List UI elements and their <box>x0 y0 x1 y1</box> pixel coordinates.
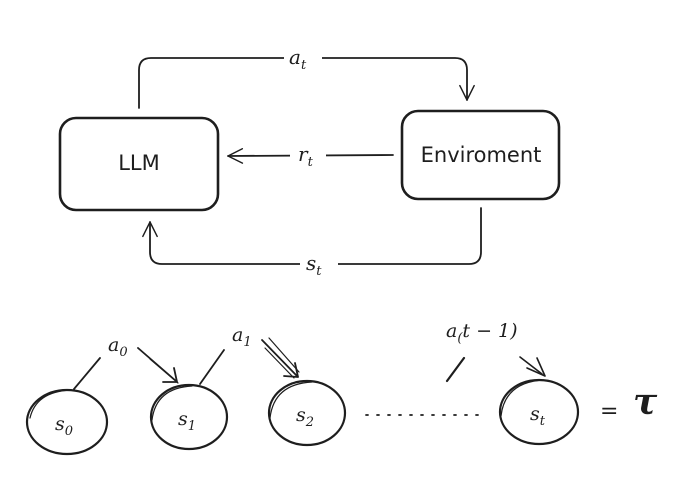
equals-sign: = <box>600 399 618 424</box>
action-a0: a0 <box>73 334 179 390</box>
action-a1: a1 <box>199 324 300 385</box>
state-node-label: s1 <box>178 408 196 434</box>
action-at-1: a(t − 1) <box>445 320 546 383</box>
state-label: st <box>306 251 322 279</box>
environment-box: Enviroment <box>400 109 561 201</box>
llm-box: LLM <box>58 116 220 212</box>
trajectory-tau-symbol: τ <box>633 381 658 423</box>
state-node-label: s0 <box>55 413 73 439</box>
reward-label: rt <box>298 142 314 170</box>
state-node-s0: s0 <box>25 388 109 456</box>
action-a0-label: a0 <box>108 334 128 360</box>
action-label: at <box>289 45 307 73</box>
state-node-s1: s1 <box>149 383 229 451</box>
state-node-label: st <box>530 403 546 429</box>
action-at-1-label: a(t − 1) <box>446 320 518 346</box>
state-node-label: s2 <box>296 404 314 430</box>
action-a1-label: a1 <box>232 324 252 350</box>
llm-label: LLM <box>118 151 160 175</box>
state-node-s2: s2 <box>267 379 347 447</box>
state-node-st: st <box>498 378 580 446</box>
environment-label: Enviroment <box>421 143 542 167</box>
